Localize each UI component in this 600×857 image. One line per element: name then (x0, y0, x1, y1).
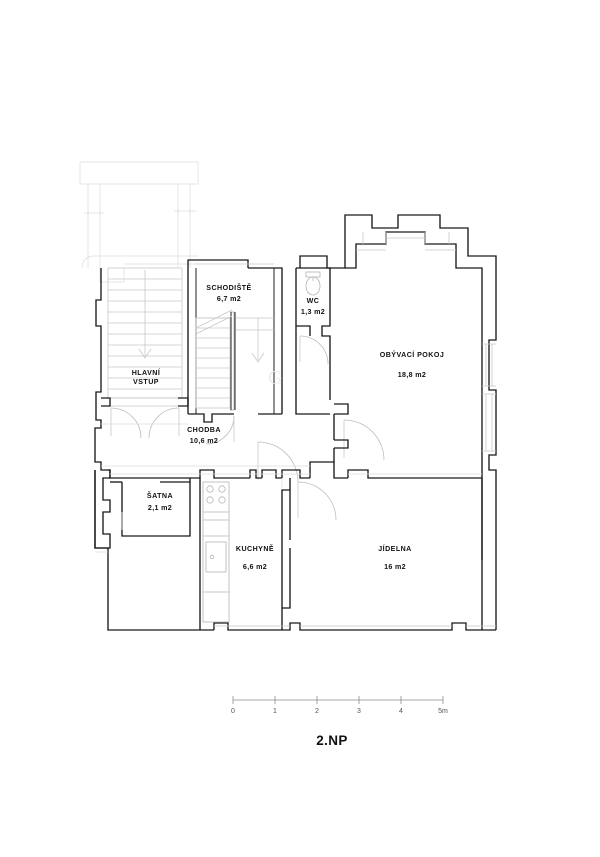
wardrobe-walls (110, 478, 191, 537)
kitchen-door (297, 481, 337, 521)
room-area-satna: 2,1 m2 (148, 504, 172, 512)
entrance-canopy (79, 161, 199, 283)
room-label-kuchyne: KUCHYNĚ (236, 544, 274, 553)
kitchen-stove-fixture (206, 485, 226, 504)
interior-staircase (195, 309, 274, 411)
scale-tick-3: 3 (357, 708, 361, 715)
room-area-obyvaci-pokoj: 18,8 m2 (398, 371, 426, 379)
scale-tick-4: 4 (399, 708, 403, 715)
living-room-walls (345, 231, 483, 560)
svg-text:G: G (268, 367, 282, 389)
kitchen-walls (199, 478, 291, 630)
annotation-hlavni-vstup: HLAVNÍ VSTUP (132, 368, 161, 386)
kitchen-sink-fixture (205, 541, 227, 573)
room-label-wc: WC (307, 297, 320, 305)
plan-watermark: G (268, 367, 282, 389)
page-title: 2.NP (316, 733, 348, 748)
room-area-jidelna: 16 m2 (384, 563, 406, 571)
room-area-chodba: 10,6 m2 (190, 437, 218, 445)
room-label-jidelna: JÍDELNA (378, 544, 412, 553)
room-label-chodba: CHODBA (187, 426, 221, 434)
room-label-obyvaci-pokoj: OBÝVACÍ POKOJ (380, 350, 444, 359)
plan-title-block: 2.NP (316, 733, 348, 748)
annotation-line-2: VSTUP (133, 378, 159, 386)
wc-room-walls (295, 267, 331, 415)
room-labels: SCHODIŠTĚ 6,7 m2 WC 1,3 m2 OBÝVACÍ POKOJ… (147, 283, 444, 571)
exterior-entry-staircase (101, 267, 189, 407)
room-area-kuchyne: 6,6 m2 (243, 563, 267, 571)
hallway-walls (108, 403, 482, 483)
room-label-satna: ŠATNA (147, 491, 173, 500)
scale-tick-1: 1 (273, 708, 277, 715)
scale-bar: 0 1 2 3 4 5m (231, 696, 448, 715)
room-area-wc: 1,3 m2 (301, 308, 325, 316)
wc-toilet-fixture (305, 271, 321, 296)
annotation-line-1: HLAVNÍ (132, 368, 161, 377)
kitchen-counter-fixture (202, 481, 230, 623)
scale-tick-2: 2 (315, 708, 319, 715)
scale-tick-5: 5m (438, 708, 448, 715)
main-entry-double-door (110, 407, 180, 439)
room-area-schodiste: 6,7 m2 (217, 295, 241, 303)
wc-door (299, 335, 329, 365)
room-label-schodiste: SCHODIŠTĚ (206, 283, 251, 292)
dining-room-walls (214, 478, 496, 630)
scale-tick-0: 0 (231, 708, 235, 715)
living-room-right-window (482, 343, 496, 452)
interior-detail-lines (95, 423, 482, 553)
